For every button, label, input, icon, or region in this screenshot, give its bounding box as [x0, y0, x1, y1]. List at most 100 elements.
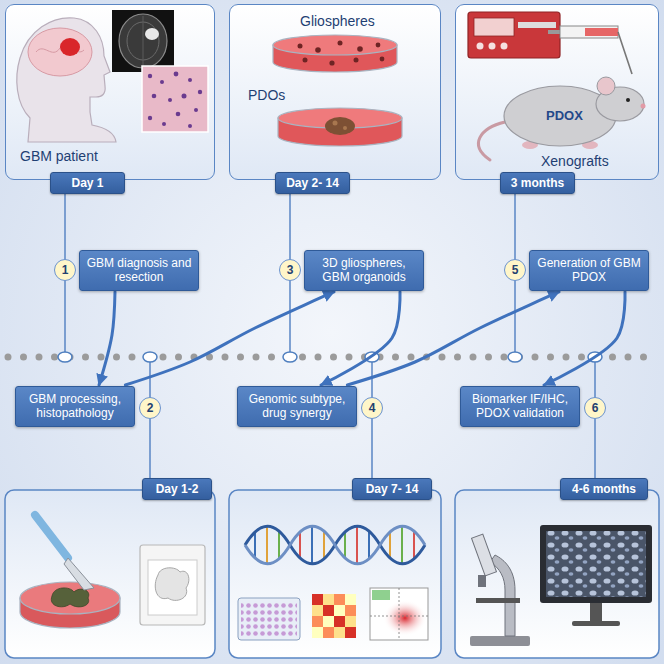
synergy-plot	[399, 588, 400, 640]
histology-slide	[148, 116, 152, 120]
dna-helix	[401, 527, 403, 563]
step-number: 3	[279, 259, 301, 281]
dna-helix	[254, 532, 256, 558]
histology-slide	[188, 124, 192, 128]
step-number: 5	[504, 259, 526, 281]
dna-helix	[323, 532, 325, 558]
dna-helix	[245, 526, 425, 564]
tissue-cassette	[140, 545, 205, 625]
dna-helix	[389, 532, 391, 558]
syringe-pump	[501, 43, 508, 50]
patient-head	[17, 18, 116, 142]
gliosphere-dish	[298, 44, 303, 49]
tissue-cassette	[148, 560, 197, 615]
step-number: 1	[54, 259, 76, 281]
time-label: 4-6 months	[569, 482, 639, 496]
microscope	[472, 534, 497, 576]
heatmap	[345, 605, 356, 616]
monitor	[540, 525, 652, 626]
syringe-pump	[518, 22, 556, 28]
histology-slide	[148, 74, 152, 78]
heatmap	[312, 594, 323, 605]
histology-slide	[174, 72, 179, 77]
time-tab: Day 1-2	[142, 478, 212, 500]
gliosphere-dish	[329, 60, 334, 65]
tissue-cassette	[155, 568, 189, 601]
panel-ground	[455, 490, 659, 658]
panel-label: Gliospheres	[300, 13, 375, 29]
panel-ground	[229, 490, 441, 658]
mri-scan	[145, 28, 159, 40]
histology-slide	[142, 66, 208, 132]
timeline	[58, 352, 72, 362]
panel-ground	[229, 4, 441, 180]
gliosphere-dish	[273, 35, 397, 55]
synergy-plot	[370, 588, 428, 640]
histology-slide	[152, 94, 157, 99]
step-box: Biomarker IF/IHC, PDOX validation	[460, 386, 580, 427]
microscope	[476, 598, 520, 603]
syringe-pump	[474, 18, 514, 36]
panel-ground	[5, 4, 215, 180]
mouse	[641, 104, 646, 109]
dna-helix	[245, 526, 425, 564]
syringe-pump	[618, 32, 632, 74]
histology-slide	[168, 98, 172, 102]
time-label: Day 1-2	[151, 482, 203, 496]
panel-ground	[455, 4, 659, 180]
dna-helix	[299, 532, 301, 558]
dna-helix	[368, 532, 370, 558]
time-label: Day 1	[59, 176, 116, 190]
scalpel	[64, 558, 94, 590]
time-tab: Day 7- 14	[352, 478, 432, 500]
microscope	[470, 534, 530, 646]
syringe-pump	[477, 43, 484, 50]
heatmap	[334, 594, 345, 605]
well-plate	[238, 598, 300, 640]
dna-helix	[356, 527, 358, 563]
heatmap	[334, 605, 345, 616]
panel-ground	[5, 4, 659, 658]
step-box: 3D gliospheres, GBM organoids	[304, 250, 424, 291]
number-label: 3	[287, 264, 294, 276]
organoid-dish	[343, 126, 347, 130]
panel-ground	[5, 490, 215, 658]
panel-label: PDOX	[546, 109, 583, 124]
step-number: 4	[361, 397, 383, 419]
monitor	[546, 531, 646, 597]
syringe-pump	[468, 12, 632, 74]
dna-helix	[245, 526, 425, 564]
timeline	[508, 352, 522, 362]
stage-panel: GBM patient	[5, 4, 215, 180]
flow-arrow	[347, 292, 559, 385]
gliosphere-dish	[354, 58, 359, 63]
syringe-pump	[560, 26, 618, 38]
histology-slide	[176, 112, 181, 117]
step-label: 3D gliospheres, GBM organoids	[310, 256, 418, 285]
mri-scan	[119, 14, 167, 68]
heatmap	[323, 594, 334, 605]
step-label: GBM processing, histopathology	[21, 392, 129, 421]
histology-slide	[162, 122, 166, 126]
panel-label: GBM patient	[20, 148, 98, 164]
organoid-dish	[278, 108, 402, 146]
gliosphere-dish	[303, 58, 308, 63]
histology-slide	[160, 80, 164, 84]
tissue-cassette	[140, 545, 205, 625]
syringe-pump	[468, 12, 560, 58]
timeline	[283, 352, 297, 362]
time-label: 3 months	[509, 176, 566, 190]
gliosphere-dish	[380, 57, 385, 62]
monitor	[590, 603, 602, 621]
timeline	[8, 192, 656, 478]
step-box: GBM diagnosis and resection	[79, 250, 199, 291]
monitor	[540, 525, 652, 603]
histology-slide	[142, 66, 208, 132]
step-box: Genomic subtype, drug synergy	[237, 386, 357, 427]
mri-scan	[112, 10, 174, 72]
heatmap	[323, 627, 334, 638]
step-box: Generation of GBM PDOX	[529, 250, 649, 291]
well-plate	[241, 601, 297, 636]
heatmap	[334, 616, 345, 627]
